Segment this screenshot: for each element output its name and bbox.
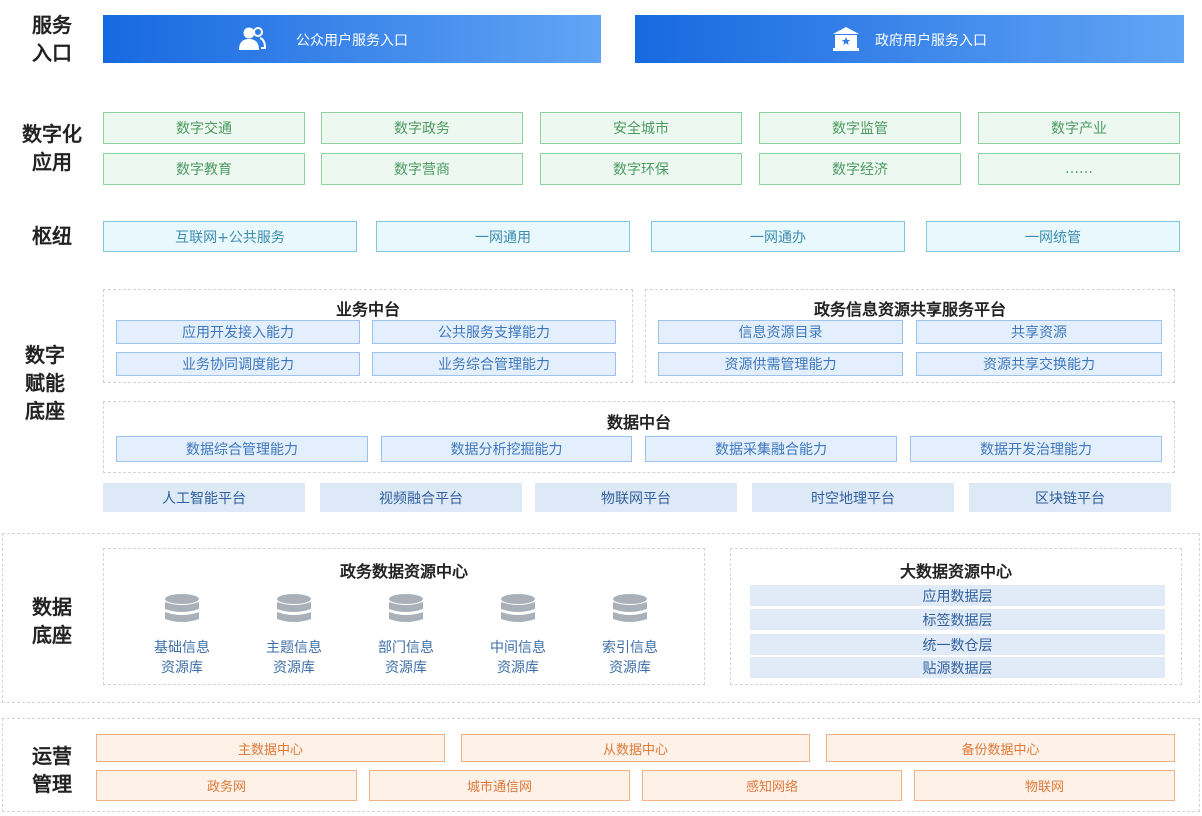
- repository-item[interactable]: 索引信息 资源库: [585, 594, 675, 678]
- network-cell[interactable]: 城市通信网: [369, 770, 630, 801]
- app-cell[interactable]: 数字监管: [759, 112, 961, 144]
- repository-item[interactable]: 部门信息 资源库: [361, 594, 451, 678]
- gov-data-center-box: [103, 548, 705, 685]
- sharing-platform-box: [645, 289, 1175, 383]
- database-icon: [613, 594, 647, 622]
- repository-label: 中间信息 资源库: [490, 640, 546, 676]
- data-layer-cell[interactable]: 应用数据层: [750, 585, 1165, 606]
- network-cell[interactable]: 政务网: [96, 770, 357, 801]
- repository-item[interactable]: 中间信息 资源库: [473, 594, 563, 678]
- ops-center-cell[interactable]: 主数据中心: [96, 734, 445, 762]
- capability-cell[interactable]: 业务协同调度能力: [116, 352, 360, 376]
- app-cell[interactable]: 数字环保: [540, 153, 742, 185]
- repository-item[interactable]: 基础信息 资源库: [137, 594, 227, 678]
- app-cell[interactable]: 数字教育: [103, 153, 305, 185]
- network-cell[interactable]: 感知网络: [642, 770, 902, 801]
- capability-cell[interactable]: 资源共享交换能力: [916, 352, 1162, 376]
- capability-cell[interactable]: 共享资源: [916, 320, 1162, 344]
- sharing-platform-title: 政务信息资源共享服务平台: [813, 300, 1006, 319]
- ops-center-cell[interactable]: 备份数据中心: [826, 734, 1175, 762]
- capability-cell[interactable]: 信息资源目录: [658, 320, 903, 344]
- government-building-icon: [833, 27, 859, 51]
- capability-cell[interactable]: 应用开发接入能力: [116, 320, 360, 344]
- tech-platform-cell[interactable]: 时空地理平台: [752, 483, 954, 512]
- capability-cell[interactable]: 数据综合管理能力: [116, 436, 368, 462]
- data-base-section: [2, 533, 1200, 703]
- app-cell-more[interactable]: ……: [978, 153, 1180, 185]
- database-icon: [501, 594, 535, 622]
- row-label-service-entry: 服务 入口: [32, 13, 72, 65]
- business-platform-box: [103, 289, 633, 383]
- repository-label: 部门信息 资源库: [378, 640, 434, 676]
- ops-center-cell[interactable]: 从数据中心: [461, 734, 810, 762]
- data-platform-title: 数据中台: [606, 413, 671, 432]
- database-icon: [389, 594, 423, 622]
- database-icon: [277, 594, 311, 622]
- tech-platform-cell[interactable]: 物联网平台: [535, 483, 737, 512]
- big-data-center-title: 大数据资源中心: [899, 562, 1012, 581]
- data-platform-box: [103, 401, 1175, 473]
- network-cell[interactable]: 物联网: [914, 770, 1175, 801]
- repository-label: 主题信息 资源库: [266, 640, 322, 676]
- repository-item[interactable]: 主题信息 资源库: [249, 594, 339, 678]
- capability-cell[interactable]: 业务综合管理能力: [372, 352, 616, 376]
- row-label-operations: 运营 管理: [32, 744, 72, 796]
- app-cell[interactable]: 数字交通: [103, 112, 305, 144]
- repository-label: 基础信息 资源库: [154, 640, 210, 676]
- data-layer-cell[interactable]: 统一数仓层: [750, 634, 1165, 655]
- row-label-hub: 枢纽: [32, 224, 72, 248]
- data-layer-cell[interactable]: 贴源数据层: [750, 657, 1165, 678]
- app-cell[interactable]: 数字产业: [978, 112, 1180, 144]
- app-cell[interactable]: 安全城市: [540, 112, 742, 144]
- capability-cell[interactable]: 数据分析挖掘能力: [381, 436, 632, 462]
- repository-label: 索引信息 资源库: [602, 640, 658, 676]
- hub-cell[interactable]: 一网通用: [376, 221, 630, 252]
- operations-section: [2, 718, 1200, 812]
- tech-platform-cell[interactable]: 区块链平台: [969, 483, 1171, 512]
- public-entry-banner[interactable]: 公众用户服务入口: [103, 15, 601, 63]
- tech-platform-cell[interactable]: 视频融合平台: [320, 483, 522, 512]
- data-layer-cell[interactable]: 标签数据层: [750, 609, 1165, 630]
- hub-cell[interactable]: 一网统管: [926, 221, 1180, 252]
- app-cell[interactable]: 数字营商: [321, 153, 523, 185]
- app-cell[interactable]: 数字经济: [759, 153, 961, 185]
- gov-entry-label: 政府用户服务入口: [875, 33, 987, 49]
- public-entry-label: 公众用户服务入口: [296, 33, 408, 49]
- gov-entry-banner[interactable]: 政府用户服务入口: [635, 15, 1184, 63]
- tech-platform-cell[interactable]: 人工智能平台: [103, 483, 305, 512]
- business-platform-title: 业务中台: [335, 300, 400, 319]
- gov-data-center-title: 政务数据资源中心: [339, 562, 468, 581]
- capability-cell[interactable]: 资源供需管理能力: [658, 352, 903, 376]
- capability-cell[interactable]: 公共服务支撑能力: [372, 320, 616, 344]
- database-icon: [165, 594, 199, 622]
- hub-cell[interactable]: 互联网+公共服务: [103, 221, 357, 252]
- capability-cell[interactable]: 数据采集融合能力: [645, 436, 897, 462]
- hub-cell[interactable]: 一网通办: [651, 221, 905, 252]
- big-data-center-box: [730, 548, 1182, 685]
- app-cell[interactable]: 数字政务: [321, 112, 523, 144]
- row-label-digital-apps: 数字化 应用: [22, 122, 82, 174]
- row-label-data-base: 数据 底座: [32, 595, 72, 647]
- capability-cell[interactable]: 数据开发治理能力: [910, 436, 1162, 462]
- users-icon: [239, 27, 266, 50]
- row-label-enablement: 数字 赋能 底座: [25, 343, 65, 423]
